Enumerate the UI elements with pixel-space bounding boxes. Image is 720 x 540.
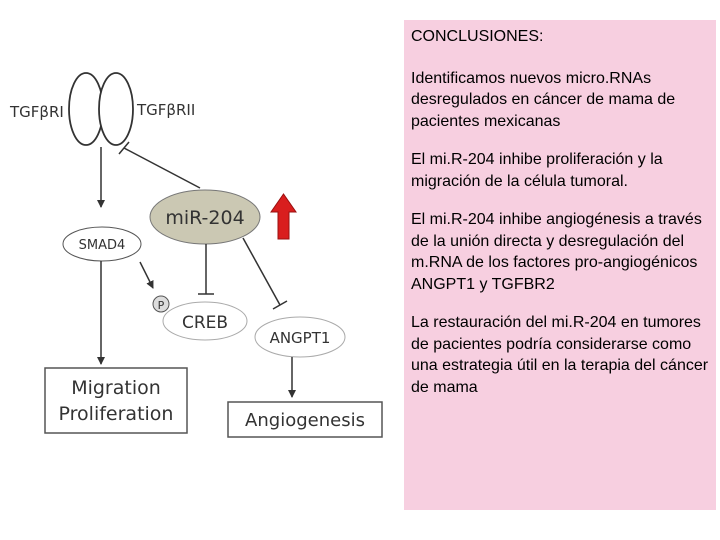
conclusion-item-3: El mi.R-204 inhibe angiogénesis a través… [411, 211, 702, 293]
conclusion-item-2: El mi.R-204 inhibe proliferación y la mi… [411, 151, 663, 190]
angiogenesis-label: Angiogenesis [245, 410, 365, 431]
proliferation-label: Proliferation [59, 403, 174, 425]
angpt1-node-label: ANGPT1 [270, 329, 331, 347]
migration-proliferation-box [44, 367, 188, 434]
upregulation-arrow-icon [270, 193, 297, 240]
inhibition-bar-mirna-angpt1 [272, 300, 288, 310]
creb-node-label: CREB [182, 313, 228, 333]
inhibition-bar-receptor-mirna [118, 141, 130, 155]
inhibition-line-mirna-angpt1 [242, 237, 281, 306]
conclusion-item-4: La restauración del mi.R-204 en tumores … [411, 314, 709, 396]
receptor-tgfbr2-shape [98, 72, 134, 146]
smad4-node-label: SMAD4 [79, 238, 126, 253]
mirna-node-label: miR-204 [165, 207, 244, 229]
conclusions-title: CONCLUSIONES: [411, 26, 710, 48]
receptor-tgfbr1-label: TGFβRI [9, 103, 64, 121]
inhibition-line-receptor-mirna [123, 147, 201, 189]
creb-node-shape [162, 301, 248, 341]
angpt1-node-shape [254, 316, 346, 358]
conclusions-panel: CONCLUSIONES: Identificamos nuevos micro… [404, 20, 716, 510]
migration-label: Migration [71, 377, 161, 399]
receptor-tgfbr1-shape [68, 72, 104, 146]
pathway-diagram: TGFβRI TGFβRII miR-204 SMAD4 P CREB ANGP… [9, 72, 383, 438]
smad4-node-shape [62, 226, 142, 262]
phospho-marker-shape [152, 295, 170, 313]
phospho-marker-label: P [158, 299, 165, 312]
conclusions-title-text: CONCLUSIONES [411, 28, 540, 45]
angiogenesis-box [227, 401, 383, 438]
conclusion-item-1: Identificamos nuevos micro.RNAs desregul… [411, 69, 676, 130]
conclusions-title-colon: : [539, 28, 544, 45]
mirna-node-shape [149, 189, 261, 245]
receptor-tgfbr2-label: TGFβRII [136, 101, 195, 119]
arrow-smad4-to-creb [139, 261, 154, 289]
